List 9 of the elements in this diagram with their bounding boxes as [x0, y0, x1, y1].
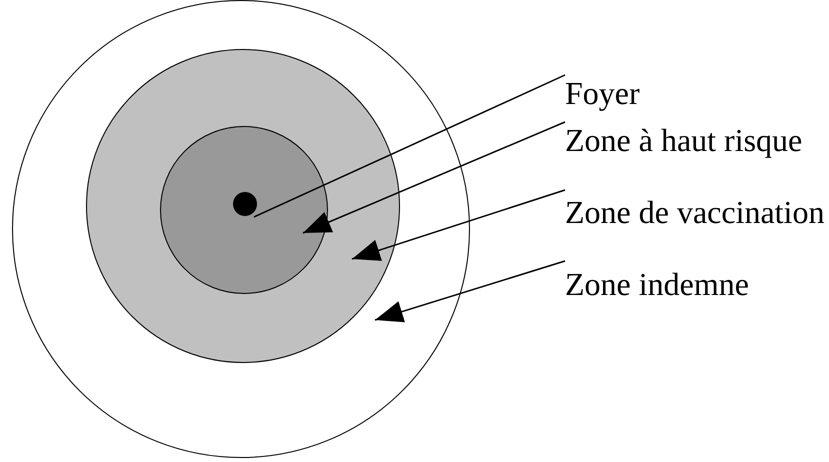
- zone-label: Zone à haut risque: [565, 122, 802, 158]
- leader-line: [254, 74, 566, 218]
- zone-label: Zone indemne: [565, 266, 749, 302]
- center-dot: [233, 192, 257, 216]
- zone-label: Foyer: [565, 75, 640, 111]
- leader-arrow: [302, 121, 566, 234]
- leader-arrow: [374, 260, 566, 322]
- zone-label: Zone de vaccination: [565, 194, 824, 230]
- leader-arrow: [352, 189, 566, 261]
